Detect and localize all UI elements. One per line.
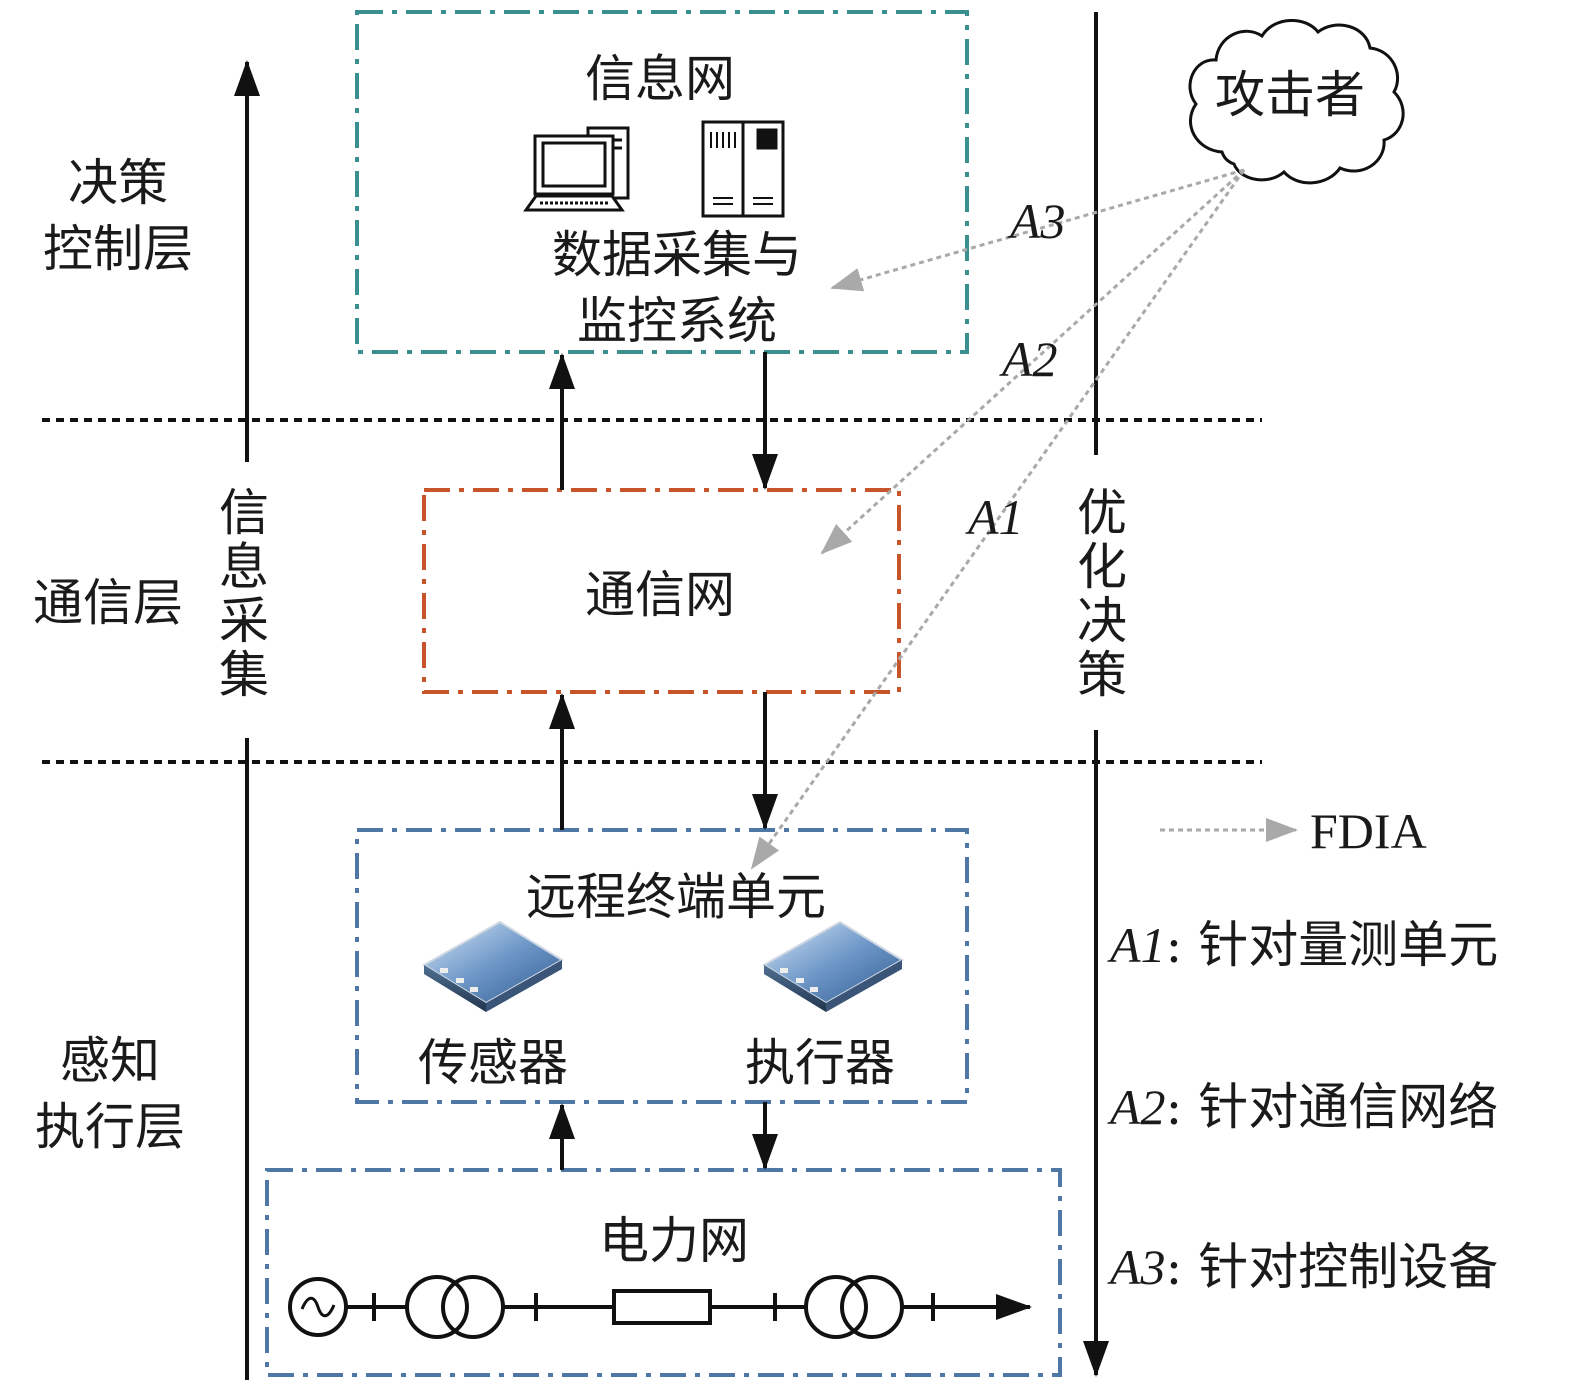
- layer-label-perception-line1: 感知: [60, 1032, 160, 1090]
- optimize-decide-label: 优 化 决 策: [1077, 484, 1127, 704]
- transformer-symbol: [405, 1275, 469, 1339]
- layer-label-decision-line1: 决策: [68, 154, 168, 212]
- scada-label-line2: 监控系统: [577, 292, 777, 350]
- legend-a2: A2: 针对通信网络: [1107, 1078, 1498, 1136]
- layer-label-decision-line2: 控制层: [43, 220, 193, 278]
- power-grid-box: [265, 1168, 1062, 1377]
- optimize-decide-char: 化: [1077, 538, 1127, 596]
- optimize-decide-char: 策: [1077, 646, 1127, 704]
- legend-a3: A3: 针对控制设备: [1107, 1238, 1498, 1296]
- info-network-title: 信息网: [585, 50, 735, 108]
- optimize-decide-char: 优: [1077, 484, 1127, 542]
- layer-label-communication: 通信层: [33, 574, 183, 632]
- legend-a1-desc: : 针对量测单元: [1166, 916, 1499, 974]
- sensor-label: 传感器: [418, 1034, 568, 1092]
- legend-fdia-label: FDIA: [1310, 803, 1427, 859]
- transmission-line-impedance: [612, 1289, 712, 1325]
- inter-layer-arrows: [549, 352, 778, 1170]
- info-network-box: [355, 10, 969, 354]
- server-icon: [701, 120, 785, 218]
- attack-path-a1: [750, 169, 1246, 870]
- legend-a2-desc: : 针对通信网络: [1166, 1078, 1499, 1136]
- legend-a1: A1: 针对量测单元: [1107, 916, 1498, 974]
- communication-network-title: 通信网: [585, 566, 735, 624]
- info-collect-char: 息: [219, 538, 269, 596]
- attack-paths: [750, 168, 1246, 870]
- info-collect-char: 集: [219, 646, 269, 704]
- legend-a2-code: A2: [1107, 1079, 1166, 1135]
- computer-icon: [523, 126, 630, 212]
- actuator-label: 执行器: [745, 1034, 895, 1092]
- info-collect-char: 采: [219, 592, 269, 650]
- info-collect-char: 信: [219, 484, 269, 542]
- legend-a1-code: A1: [1107, 917, 1166, 973]
- layer-label-perception-line2: 执行层: [35, 1098, 185, 1156]
- attacker-label: 攻击者: [1215, 66, 1365, 124]
- attack-path-a2: [820, 168, 1246, 555]
- info-collect-label: 信 息 采 集: [219, 484, 269, 704]
- attack-label-a2: A2: [999, 331, 1058, 387]
- communication-network-box: [422, 488, 901, 694]
- legend-a3-desc: : 针对控制设备: [1166, 1238, 1499, 1296]
- attack-label-a3: A3: [1007, 193, 1066, 249]
- legend: FDIA A1: 针对量测单元 A2: 针对通信网络 A3: 针对控制设备: [1107, 803, 1498, 1296]
- attacker-cloud-icon: 攻击者: [1188, 19, 1405, 185]
- scada-label-line1: 数据采集与: [552, 226, 802, 284]
- sensor-device-icon: [422, 920, 564, 1012]
- transformer-symbol: [804, 1275, 868, 1339]
- rtu-box: [355, 828, 969, 1104]
- actuator-device-icon: [762, 920, 904, 1012]
- rtu-title: 远程终端单元: [526, 868, 826, 926]
- power-grid-title: 电力网: [599, 1212, 749, 1270]
- attack-label-a1: A1: [965, 489, 1024, 545]
- optimize-decide-char: 决: [1077, 592, 1127, 650]
- legend-a3-code: A3: [1107, 1239, 1166, 1295]
- power-line-schematic: [288, 1275, 1032, 1339]
